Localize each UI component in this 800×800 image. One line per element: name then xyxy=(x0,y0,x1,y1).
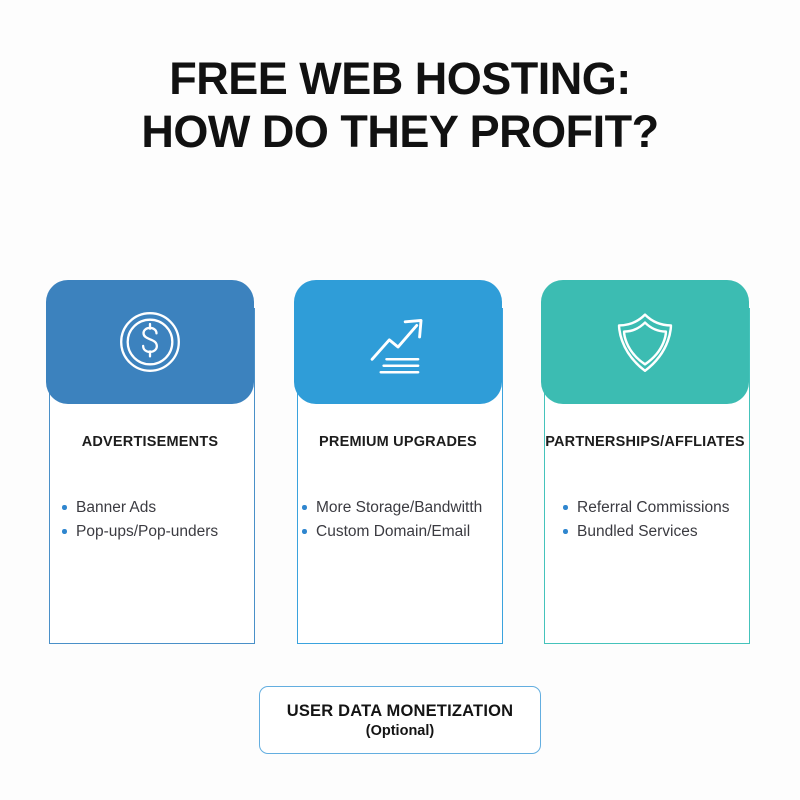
card-partnerships-affiliates: PARTNERSHIPS/AFFLIATES Referral Commissi… xyxy=(541,280,753,646)
card-premium-upgrades: PREMIUM UPGRADES More Storage/Bandwitth … xyxy=(294,280,506,646)
card-bullet-list: More Storage/Bandwitth Custom Domain/Ema… xyxy=(302,496,514,544)
card-title: ADVERTISEMENTS xyxy=(81,434,219,450)
card-header xyxy=(294,280,502,404)
card-advertisements: ADVERTISEMENTS Banner Ads Pop-ups/Pop-un… xyxy=(46,280,258,646)
list-item: More Storage/Bandwitth xyxy=(302,496,514,520)
list-item: Pop-ups/Pop-unders xyxy=(62,520,274,544)
card-bullet-list: Banner Ads Pop-ups/Pop-unders xyxy=(62,496,274,544)
list-item: Banner Ads xyxy=(62,496,274,520)
card-header xyxy=(46,280,254,404)
list-item: Custom Domain/Email xyxy=(302,520,514,544)
list-item: Referral Commissions xyxy=(563,496,775,520)
page-title: FREE WEB HOSTING: HOW DO THEY PROFIT? xyxy=(0,53,800,157)
card-title: PREMIUM UPGRADES xyxy=(319,434,477,450)
card-header xyxy=(541,280,749,404)
footer-title: USER DATA MONETIZATION xyxy=(286,701,514,720)
user-data-monetization-box: USER DATA MONETIZATION (Optional) xyxy=(259,686,541,754)
footer-subtitle: (Optional) xyxy=(365,722,435,739)
dollar-coin-icon xyxy=(120,312,180,372)
card-bullet-list: Referral Commissions Bundled Services xyxy=(563,496,775,544)
title-line-1: FREE WEB HOSTING: xyxy=(169,53,631,104)
card-row: ADVERTISEMENTS Banner Ads Pop-ups/Pop-un… xyxy=(0,280,800,650)
list-item: Bundled Services xyxy=(563,520,775,544)
title-line-2: HOW DO THEY PROFIT? xyxy=(141,105,659,157)
card-title: PARTNERSHIPS/AFFLIATES xyxy=(545,434,745,450)
growth-arrow-chart-icon xyxy=(370,318,423,374)
shield-icon xyxy=(617,313,673,373)
